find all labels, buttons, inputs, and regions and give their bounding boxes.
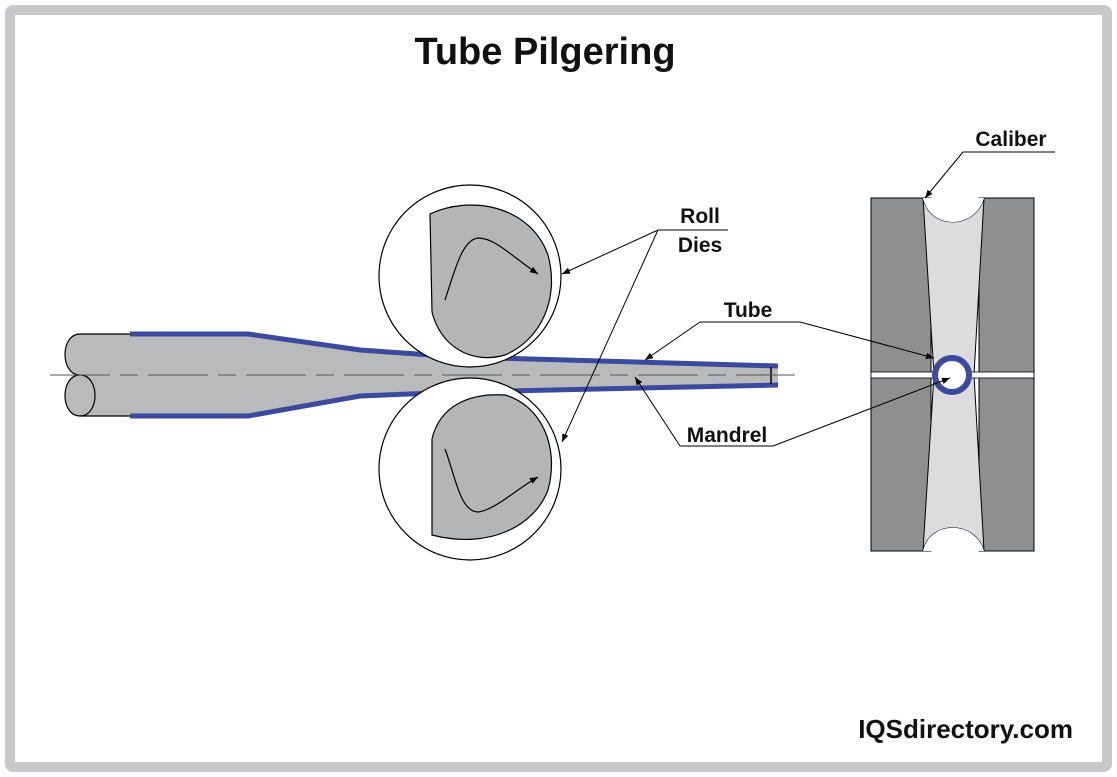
label-roll: Roll — [680, 205, 720, 228]
roll-die-upper — [378, 184, 562, 368]
label-tube: Tube — [724, 299, 773, 322]
label-caliber: Caliber — [975, 128, 1046, 151]
tube-side-view — [50, 331, 795, 419]
tube-cross-section — [932, 355, 972, 395]
footer-brand: IQSdirectory.com — [858, 714, 1073, 744]
diagram-title: Tube Pilgering — [414, 31, 675, 73]
roll-motion-arrow-lower — [444, 448, 539, 513]
caliber-section — [870, 197, 1035, 552]
roll-die-lower — [378, 377, 562, 561]
label-dies: Dies — [678, 234, 722, 257]
tube-wall-top — [130, 331, 779, 369]
label-mandrel: Mandrel — [687, 424, 768, 447]
tube-wall-bottom — [130, 382, 779, 419]
leader-lines — [561, 151, 1055, 447]
roll-motion-arrow-upper — [444, 237, 539, 301]
